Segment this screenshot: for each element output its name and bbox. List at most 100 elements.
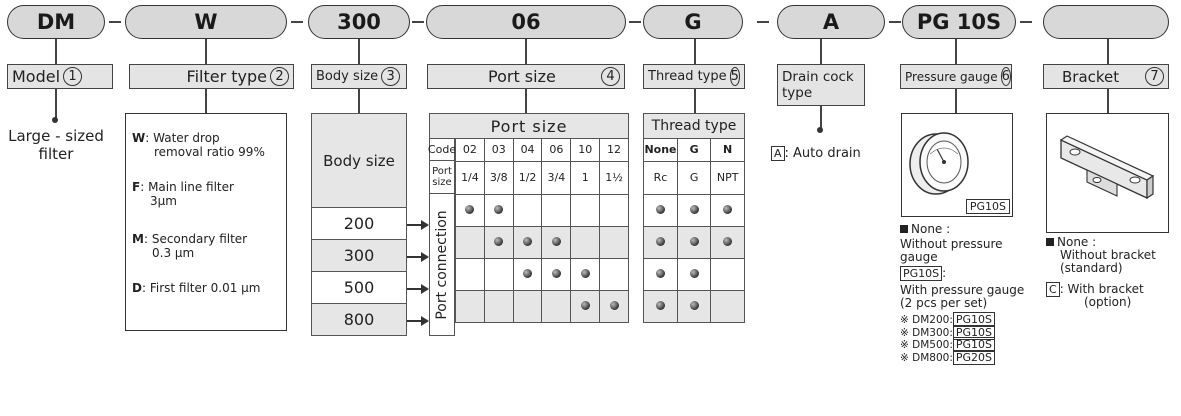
thread-cell [710, 257, 745, 291]
port-connection-text: Port connection [434, 209, 450, 320]
num-badge: 7 [1145, 67, 1164, 86]
gauge-model-code: PG20S [952, 349, 996, 365]
port-cell [455, 257, 485, 291]
bracket-none-desc: Without bracket [1060, 248, 1156, 262]
port-cell [599, 257, 629, 291]
gauge-none-desc: Without pressure [900, 237, 1003, 251]
gauge-code: PG10S [900, 266, 943, 281]
bracket-icon [1059, 135, 1155, 200]
square-bullet-icon [1046, 238, 1054, 246]
arrow-right [407, 221, 429, 229]
thread-cell [676, 193, 712, 227]
connector [55, 39, 57, 64]
thread-kind: Rc [643, 160, 678, 195]
availability-dot-icon [689, 204, 699, 214]
connector [358, 89, 360, 113]
bracket-code: C [1046, 282, 1060, 297]
connector [525, 39, 527, 64]
thread-cell [643, 289, 678, 323]
thread-cell [643, 193, 678, 227]
label-drain-cock-line2: type [782, 85, 813, 101]
note-mark: ※ [900, 351, 909, 364]
availability-dot-icon [551, 268, 561, 278]
gauge-model-code: PG10S [952, 324, 996, 340]
filter-text: removal ratio 99% [154, 145, 265, 159]
port-size-label-line: size [432, 177, 452, 188]
port-size: 1½ [599, 160, 629, 195]
port-size-label-line: Port [432, 166, 452, 177]
label-body-size-text: Body size [316, 69, 379, 84]
gauge-model: DM200: [912, 314, 953, 326]
body-size-row: 800 [311, 304, 407, 336]
thread-row [643, 225, 745, 259]
body-size-row: 200 [311, 208, 407, 240]
port-code: 12 [599, 139, 629, 162]
port-cell [541, 289, 572, 323]
availability-dot-icon [655, 204, 665, 214]
thread-cell [710, 193, 745, 227]
model-desc-line: Large - sized [8, 127, 104, 145]
filter-text: 0.3 µm [152, 246, 195, 260]
num-badge: 1 [63, 67, 83, 86]
port-cell [455, 289, 485, 323]
bracket-none-desc: (standard) [1060, 261, 1123, 275]
separator-dash [889, 21, 901, 23]
connector-dot [817, 127, 823, 133]
port-code: 04 [512, 139, 543, 162]
connector [55, 89, 57, 119]
filter-item-m: M: Secondary filter 0.3 µm [132, 232, 247, 260]
thread-code: G [676, 139, 712, 162]
filter-sep: : [141, 281, 147, 295]
drain-code: A [771, 146, 785, 161]
connector [358, 39, 360, 64]
filter-sep: : [143, 232, 148, 246]
availability-dot-icon [723, 204, 733, 214]
connector [205, 89, 207, 113]
port-cell [483, 225, 514, 259]
port-cell [570, 289, 601, 323]
thread-row [643, 257, 745, 291]
gauge-none-desc: gauge [900, 250, 938, 264]
bracket-none-label: None : [1057, 235, 1097, 249]
port-code: 10 [570, 139, 601, 162]
availability-dot-icon [580, 268, 590, 278]
square-bullet-icon [900, 225, 908, 233]
num-badge: 2 [270, 67, 289, 86]
note-mark: ※ [900, 339, 909, 351]
label-thread-type-text: Thread type [648, 69, 727, 84]
pressure-gauge-image-label: PG10S [965, 199, 1010, 214]
filter-type-list: W: Water drop removal ratio 99% F: Main … [125, 113, 287, 331]
gauge-none-label: None : [911, 222, 951, 236]
port-row [455, 289, 629, 323]
filter-text: Main line filter [148, 180, 234, 194]
model-desc-line: filter [38, 145, 74, 163]
thread-type-table: Thread type None G N Rc G NPT [643, 113, 745, 337]
thread-cell [710, 289, 745, 323]
port-cell [455, 193, 485, 227]
label-model-text: Model [12, 67, 61, 86]
drain-option: A: Auto drain [771, 145, 861, 162]
filter-text: Water drop [153, 131, 220, 145]
thread-cell [643, 257, 678, 291]
gauge-with-desc: (2 pcs per set) [900, 296, 988, 310]
separator-dash [757, 21, 769, 23]
thread-cell [710, 225, 745, 259]
thread-code: None [643, 139, 678, 162]
availability-dot-icon [494, 204, 504, 214]
thread-kind: G [676, 160, 712, 195]
port-cell [570, 225, 601, 259]
port-cell [512, 225, 543, 259]
thread-cell [676, 257, 712, 291]
thread-cell [676, 289, 712, 323]
port-cell [599, 193, 629, 227]
separator-dash [1020, 21, 1032, 23]
port-cell [541, 193, 572, 227]
port-cell [570, 257, 601, 291]
filter-sep: : [140, 180, 145, 194]
